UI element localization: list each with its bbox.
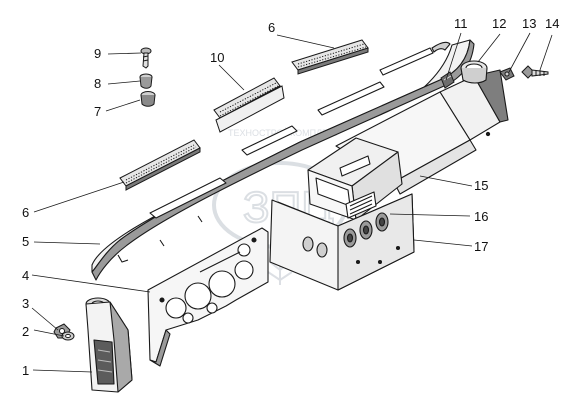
part-2-washer: [61, 331, 75, 341]
callout-11: 11: [454, 16, 468, 31]
vent-grille-10: [213, 77, 285, 133]
callout-7: 7: [94, 104, 101, 119]
part-8-plug: [139, 73, 153, 89]
part-7-plug: [140, 91, 156, 107]
callout-1: 1: [22, 363, 29, 378]
center-console: [269, 137, 415, 291]
callout-6-upper: 6: [268, 20, 275, 35]
callout-3: 3: [22, 296, 29, 311]
callout-labels: 1 2 3 4 5 6 6 7 8 9 10 11 12 13 14 15 16…: [22, 16, 559, 378]
part-1-bracket: [85, 297, 133, 393]
callout-5: 5: [22, 234, 29, 249]
callout-16: 16: [474, 209, 488, 224]
callout-2: 2: [22, 324, 29, 339]
part-12-round-cup: [460, 60, 488, 84]
callout-14: 14: [545, 16, 559, 31]
callout-13: 13: [522, 16, 536, 31]
callout-12: 12: [492, 16, 506, 31]
callout-8: 8: [94, 76, 101, 91]
dashboard-panel: [91, 39, 475, 281]
instrument-plate: [147, 227, 269, 367]
part-11-clip: [440, 71, 455, 89]
vent-grille-6-upper: [291, 39, 369, 75]
part-14-screw: [521, 65, 549, 79]
callout-15: 15: [474, 178, 488, 193]
callout-6-lower: 6: [22, 205, 29, 220]
callout-17: 17: [474, 239, 488, 254]
leader-lines: [31, 32, 553, 373]
part-9-screw: [140, 47, 152, 69]
part-13-cap: [499, 67, 515, 81]
callout-10: 10: [210, 50, 224, 65]
callout-9: 9: [94, 46, 101, 61]
callout-4: 4: [22, 268, 29, 283]
vent-grille-6-lower: [119, 139, 201, 191]
